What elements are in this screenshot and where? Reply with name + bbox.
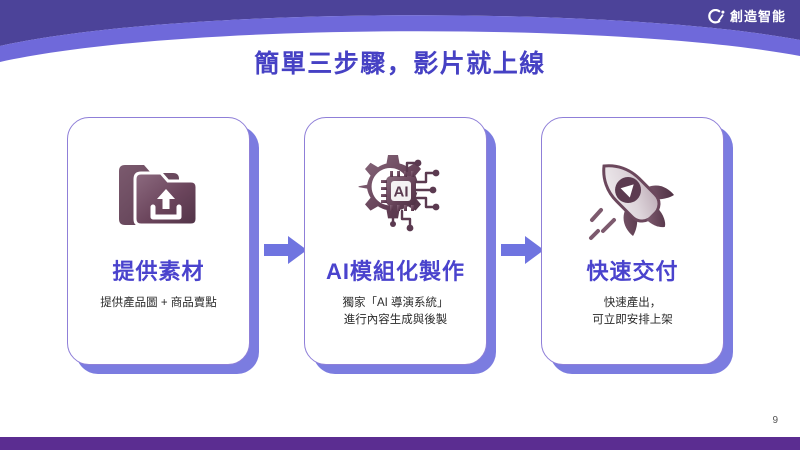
steps-row: 提供素材 提供產品圖 + 商品賣點 [0,112,800,374]
step-2-desc-line-2: 進行內容生成與後製 [343,313,448,326]
step-3-description: 快速產出， 可立即安排上架 [592,295,673,328]
step-2-desc-line-1: 獨家「AI 導演系統」 [342,297,449,309]
rocket-play-icon [588,163,674,240]
brand-logo: 創造智能 [706,9,786,24]
step-card-3[interactable]: 快速交付 快速產出， 可立即安排上架 [541,117,724,365]
step-1-description: 提供產品圖 + 商品賣點 [100,295,217,312]
header-curve-graphic [0,0,800,63]
step-3-desc-line-2: 可立即安排上架 [592,313,673,326]
header-band-dark [0,0,800,46]
step-3-desc-line-1: 快速產出， [603,297,662,309]
step-1-desc-line-1: 提供產品圖 + 商品賣點 [100,297,217,309]
page-title: 簡單三步驟，影片就上線 [254,50,546,78]
svg-text:AI: AI [393,184,408,201]
step-2-title: AI模組化製作 [325,259,465,284]
ai-chip-gear-icon: AI [358,155,439,232]
header-band-light [0,15,800,63]
step-2-icon-box: AI [346,140,446,250]
page-number: 9 [772,415,778,426]
step-3-title: 快速交付 [586,259,679,284]
brand-name: 創造智能 [729,9,786,24]
step-2-description: 獨家「AI 導演系統」 進行內容生成與後製 [342,295,448,328]
step-card-1[interactable]: 提供素材 提供產品圖 + 商品賣點 [67,117,250,365]
step-card-2[interactable]: AI [304,117,487,365]
step-3-icon-box [583,140,683,250]
step-1-icon-box [111,140,207,250]
arrow-step2-to-step3 [501,236,544,264]
folder-upload-icon [118,165,198,227]
arrow-step1-to-step2 [264,236,307,264]
step-1-title: 提供素材 [112,259,205,284]
footer-bar [0,437,800,450]
header-banner: 創造智能 [0,0,800,64]
c-dot-logo-icon [708,9,725,24]
